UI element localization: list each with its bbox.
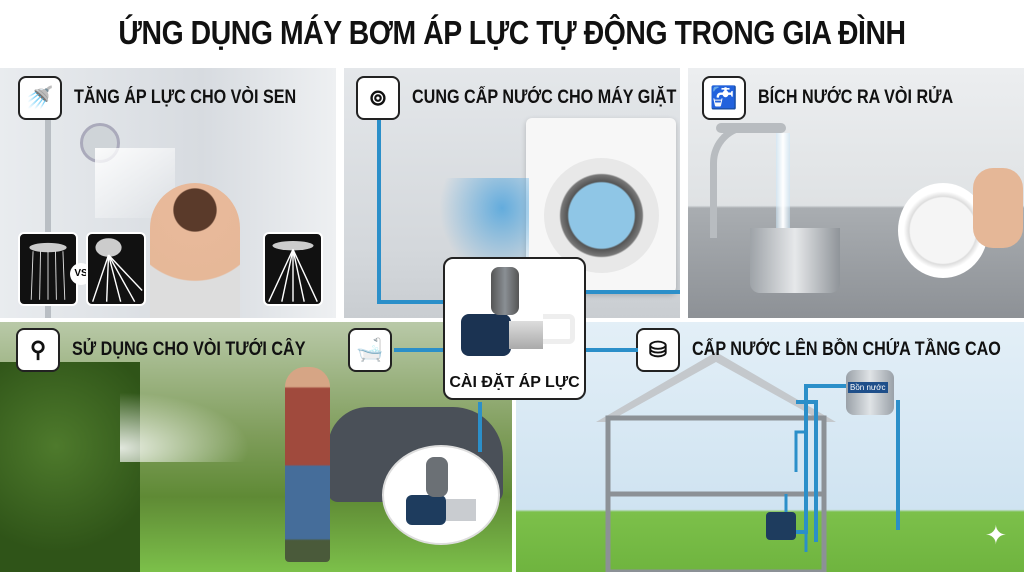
house-diagram [596, 352, 836, 572]
shower-icon: 🚿 [18, 76, 62, 120]
page-title: ỨNG DỤNG MÁY BƠM ÁP LỰC TỰ ĐỘNG TRONG GI… [118, 14, 906, 51]
water-tank: Bồn nước [846, 370, 894, 415]
woman-figure [150, 183, 240, 318]
shower-weak-thumb [18, 232, 78, 306]
pump-closeup [382, 445, 500, 545]
sparkle-icon: ✦ [985, 520, 1007, 550]
pump-small [766, 512, 796, 540]
center-pump-card: CÀI ĐẶT ÁP LỰC [443, 257, 586, 400]
tank-label: Bồn nước [848, 382, 888, 393]
washing-machine [526, 118, 676, 293]
panel-washing-machine: ⊚ CUNG CẤP NƯỚC CHO MÁY GIẶT [344, 68, 680, 318]
panel-garden: ⚲ SỬ DỤNG CHO VÒI TƯỚI CÂY 🛁 [0, 322, 512, 572]
bathtub-icon: 🛁 [348, 328, 392, 372]
shower-rain-thumb [263, 232, 323, 306]
panel-shower: VS 🚿TĂNG ÁP LỰC CHO VÒI SEN [0, 68, 336, 318]
spray-nozzle-icon: ⚲ [16, 328, 60, 372]
faucet-icon: 🚰 [702, 76, 746, 120]
washing-machine-icon: ⊚ [356, 76, 400, 120]
pot [750, 228, 840, 293]
panel-sink: 🚰 BÍCH NƯỚC RA VÒI RỬA [688, 68, 1024, 318]
faucet [710, 123, 775, 238]
panel-label: TĂNG ÁP LỰC CHO VÒI SEN [74, 87, 297, 108]
panel-label: BÍCH NƯỚC RA VÒI RỬA [758, 87, 954, 108]
center-label: CÀI ĐẶT ÁP LỰC [449, 374, 580, 391]
panel-label: SỬ DỤNG CHO VÒI TƯỚI CÂY [72, 339, 306, 360]
panel-house: Bồn nước ⛁ CẤP NƯỚC LÊN BỒN CHỨA TẦNG CAO [516, 322, 1024, 572]
water-tank-icon: ⛁ [636, 328, 680, 372]
shower-strong-thumb [86, 232, 146, 306]
man-figure [285, 367, 330, 562]
panel-label: CẤP NƯỚC LÊN BỒN CHỨA TẦNG CAO [692, 339, 1001, 360]
panel-label: CUNG CẤP NƯỚC CHO MÁY GIẶT [412, 87, 677, 108]
